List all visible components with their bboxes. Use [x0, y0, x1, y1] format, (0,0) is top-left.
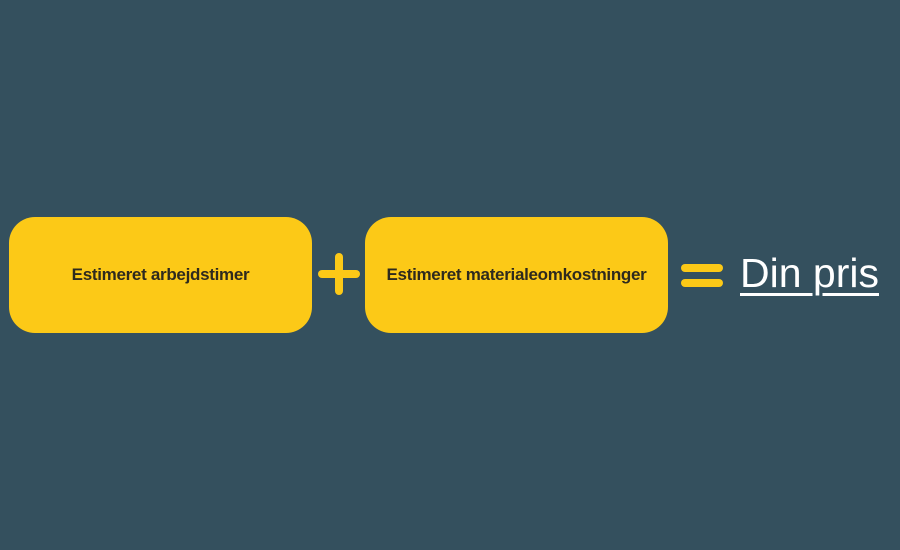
material-costs-box: Estimeret materialeomkostninger	[365, 217, 668, 333]
labor-hours-label: Estimeret arbejdstimer	[71, 265, 250, 284]
price-result-link[interactable]: Din pris	[740, 250, 879, 296]
material-costs-label: Estimeret materialeomkostninger	[386, 265, 647, 284]
plus-icon	[318, 253, 360, 295]
labor-hours-box: Estimeret arbejdstimer	[9, 217, 312, 333]
equals-icon	[681, 264, 723, 288]
